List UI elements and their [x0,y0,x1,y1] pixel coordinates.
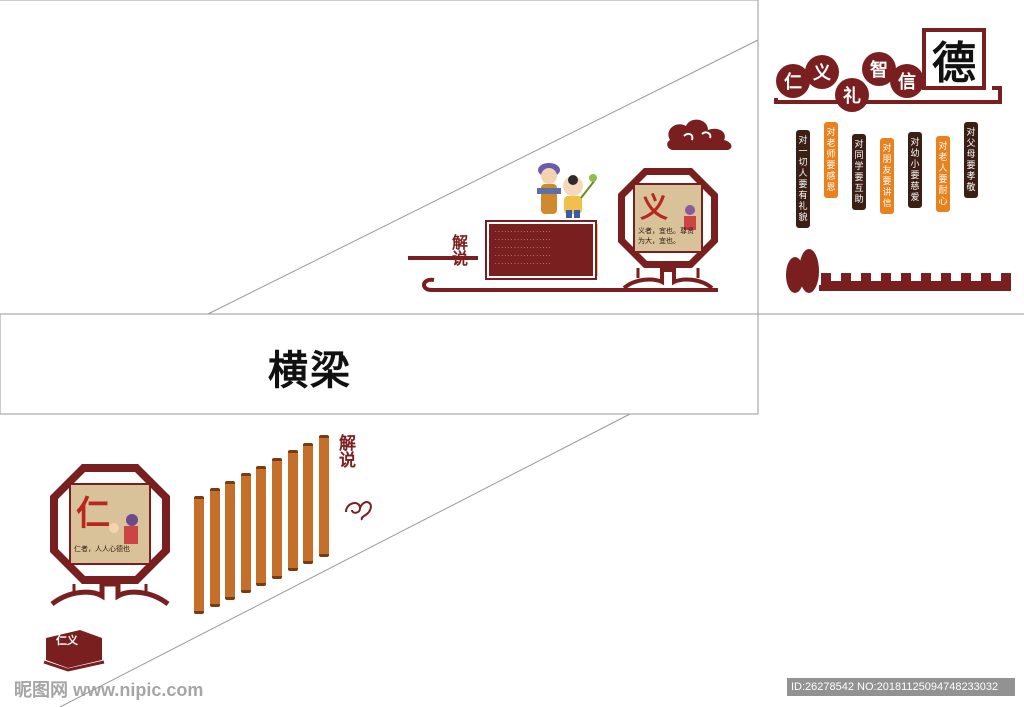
de-title-box: 德 [922,28,986,90]
bamboo-scroll [209,488,220,607]
stair-line-upper [207,39,759,315]
virtue-banner: 对一切人要有礼貌 [796,130,810,228]
book-icon [43,630,105,672]
virtue-xin: 信 [890,64,924,98]
fence-and-leaves [786,249,1011,293]
bamboo-scroll [225,480,236,600]
virtue-banner: 对老人要耐心 [936,136,950,212]
leaf-icon [786,249,819,293]
beam-label: 横梁 [268,348,352,394]
middle-medallion-char: 义 [640,191,669,224]
virtue-banner: 对父母要孝敬 [964,122,978,198]
beam-band [0,313,759,415]
children-figures-illustration [537,163,597,218]
bamboo-scroll [318,435,329,558]
bamboo-scroll [287,450,298,572]
virtue-yi: 义 [805,55,839,89]
virtue-ren: 仁 [776,64,810,98]
middle-medallion [618,168,718,290]
virtue-banner: 对同学要互助 [852,134,866,210]
stair-line-lower [59,413,631,707]
book-label: 仁义 [56,634,78,647]
lower-medallion [50,464,170,607]
cloud-icon [667,119,732,150]
id-watermark: ID:26278542 NO:20181125094748233032 [787,678,1015,696]
site-watermark: 昵图网 www.nipic.com [14,680,204,700]
lower-jieshuo-label: 解说 [335,434,355,468]
virtue-frame-lines [774,86,1002,104]
middle-medallion-caption: 义者，宜也。尊贤为大，宜也。 [638,227,694,245]
virtue-li: 礼 [835,78,869,112]
bamboo-scroll [256,465,267,586]
bamboo-scroll [272,458,282,579]
virtue-banner: 对老师要感恩 [824,122,838,198]
middle-text-panel: · · · · · · · · · · · · · · · · · ·· · ·… [487,222,595,278]
swirl-cloud-icon [345,501,372,521]
middle-jieshuo-label: 解说 [449,234,468,266]
virtue-banner: 对幼小要慈爱 [908,132,922,208]
lower-medallion-caption: 仁者，人人心德也 [74,545,130,553]
bamboo-scroll [240,473,251,593]
bamboo-scroll [303,442,314,565]
lower-medallion-char: 仁 [76,494,110,534]
bamboo-scroll [194,496,204,614]
virtue-banner: 对朋友要讲信 [880,138,894,214]
